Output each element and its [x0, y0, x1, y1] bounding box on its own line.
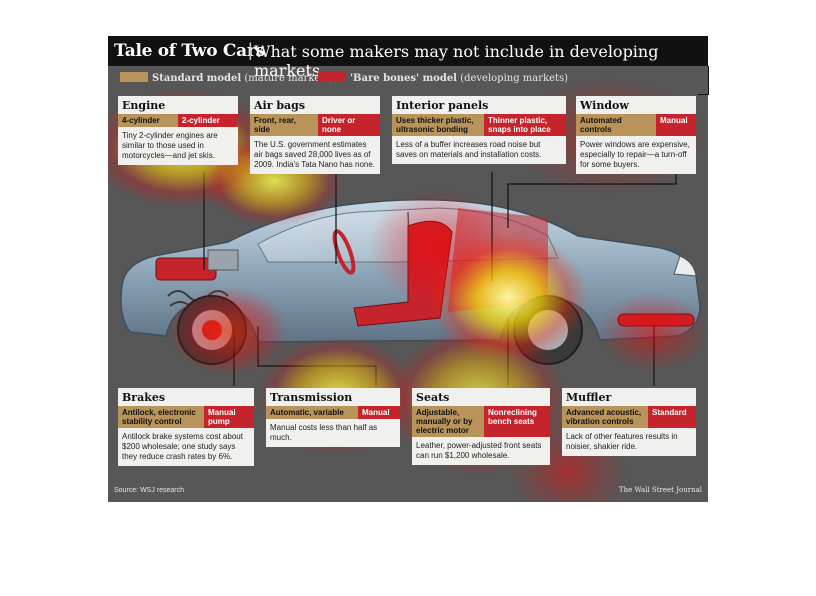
feature-transmission-desc: Manual costs less than half as much. [270, 423, 378, 442]
feature-airbags-name: Air bags [254, 99, 306, 112]
feature-transmission-name: Transmission [270, 391, 353, 404]
feature-interior-standard: Uses thicker plastic, ultrasonic bonding [392, 114, 484, 136]
legend-barebones: 'Bare bones' model (developing markets) [318, 72, 568, 84]
feature-engine-name: Engine [122, 99, 166, 112]
feature-interior: Interior panels Uses thicker plastic, ul… [392, 96, 566, 164]
feature-seats: Seats Adjustable, manually or by electri… [412, 388, 550, 465]
feature-transmission: Transmission Automatic, variable Manual … [266, 388, 400, 447]
feature-window-name: Window [580, 99, 629, 112]
feature-brakes: Brakes Antilock, electronic stability co… [118, 388, 254, 466]
feature-interior-name: Interior panels [396, 99, 489, 112]
feature-engine-desc: Tiny 2-cylinder engines are similar to t… [122, 131, 218, 160]
feature-seats-barebones: Nonreclining bench seats [484, 406, 550, 437]
feature-muffler-standard: Advanced acoustic, vibration controls [562, 406, 648, 428]
feature-muffler: Muffler Advanced acoustic, vibration con… [562, 388, 696, 456]
source-credit: Source: WSJ research [114, 487, 185, 494]
feature-transmission-standard: Automatic, variable [266, 406, 358, 419]
feature-interior-barebones: Thinner plastic, snaps into place [484, 114, 566, 136]
feature-transmission-barebones: Manual [358, 406, 400, 419]
feature-window-standard: Automated controls [576, 114, 656, 136]
title-main: Tale of Two Cars [114, 41, 265, 61]
legend-standard-note: (mature markets) [244, 73, 334, 84]
title-separator: | [248, 40, 253, 60]
infographic: Tale of Two Cars | What some makers may … [108, 36, 708, 502]
feature-muffler-desc: Lack of other features results in noisie… [566, 432, 678, 451]
feature-engine: Engine 4-cylinder 2-cylinder Tiny 2-cyli… [118, 96, 238, 165]
feature-interior-desc: Less of a buffer increases road noise bu… [396, 140, 542, 159]
feature-seats-name: Seats [416, 391, 450, 404]
feature-muffler-name: Muffler [566, 391, 612, 404]
seat [353, 220, 453, 327]
legend-standard-label: Standard model [152, 73, 242, 84]
feature-airbags-standard: Front, rear, side [250, 114, 318, 136]
feature-brakes-standard: Antilock, electronic stability control [118, 406, 204, 428]
interior-panel [448, 208, 548, 312]
corner-divider [698, 66, 709, 95]
feature-seats-standard: Adjustable, manually or by electric moto… [412, 406, 484, 437]
title-bar: Tale of Two Cars | What some makers may … [108, 36, 708, 80]
engine-block [155, 257, 217, 281]
publisher-credit: The Wall Street Journal [618, 486, 702, 494]
muffler-pipe [617, 313, 695, 327]
title-subtitle: What some makers may not include in deve… [254, 42, 659, 80]
feature-window-desc: Power windows are expensive, especially … [580, 140, 690, 169]
feature-window-barebones: Manual [656, 114, 696, 136]
feature-seats-desc: Leather, power-adjusted front seats can … [416, 441, 542, 460]
feature-airbags-desc: The U.S. government estimates air bags s… [254, 140, 376, 169]
feature-airbags-barebones: Driver or none [318, 114, 380, 136]
legend-barebones-label: 'Bare bones' model [350, 73, 457, 84]
legend-barebones-swatch [318, 72, 346, 82]
feature-brakes-barebones: Manual pump [204, 406, 254, 428]
feature-brakes-desc: Antilock brake systems cost about $200 w… [122, 432, 243, 461]
feature-engine-standard: 4-cylinder [118, 114, 178, 127]
feature-window: Window Automated controls Manual Power w… [576, 96, 696, 174]
legend-standard: Standard model (mature markets) [120, 72, 333, 84]
legend-barebones-note: (developing markets) [460, 73, 569, 84]
feature-brakes-name: Brakes [122, 391, 166, 404]
feature-engine-barebones: 2-cylinder [178, 114, 238, 127]
feature-airbags: Air bags Front, rear, side Driver or non… [250, 96, 380, 174]
legend-standard-swatch [120, 72, 148, 82]
feature-muffler-barebones: Standard [648, 406, 696, 428]
